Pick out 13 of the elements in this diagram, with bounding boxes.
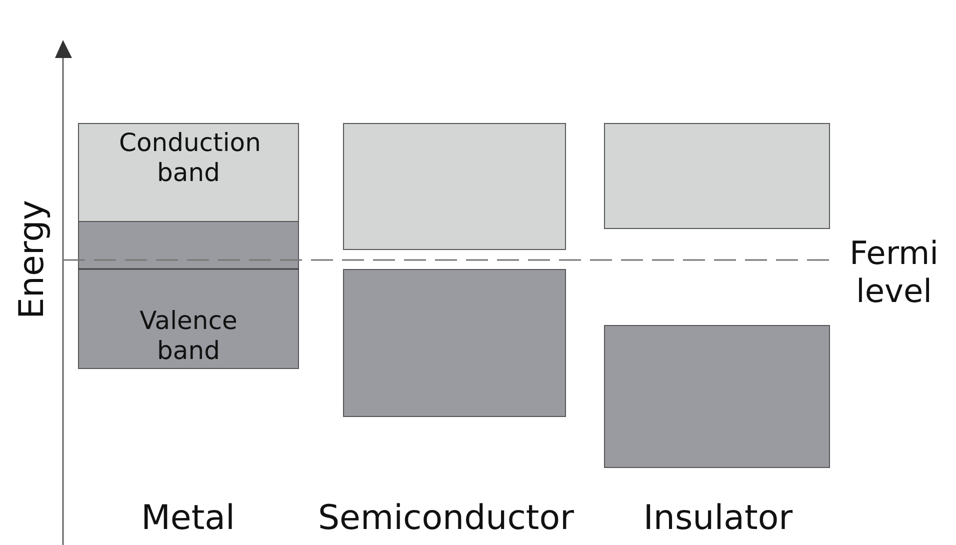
conduction-band-box [78,123,299,222]
valence-band-box [343,269,566,417]
band-label: Valence band [138,306,238,366]
conduction-band-box [343,123,566,250]
material-label: Semiconductor [316,497,576,540]
material-label: Insulator [642,497,794,540]
valence-band-box [78,221,299,369]
axis-label: Energy [12,200,52,320]
fermi-level-label: Fermi level [848,234,940,310]
valence-band-box [604,325,830,468]
material-label: Metal [140,497,236,540]
conduction-band-box [604,123,830,229]
band-label: Conduction band [118,128,262,188]
